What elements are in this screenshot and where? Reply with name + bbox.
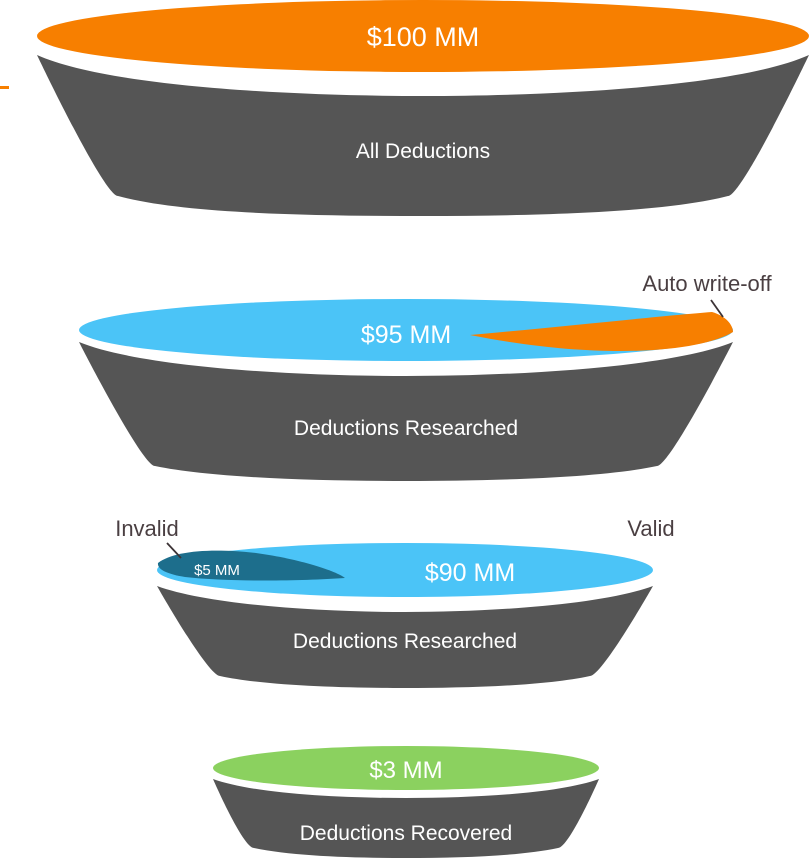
stage3-stage-label: Deductions Researched [293,630,517,653]
invalid-leader-line [166,542,182,559]
invalid-callout-label: Invalid [115,516,179,541]
funnel-stage-recovered[interactable]: $3 MM Deductions Recovered [213,746,599,858]
stage1-body [37,55,809,216]
stage1-stage-label: All Deductions [356,140,490,163]
stage3-top-ellipse [157,543,653,597]
funnel-stage-researched-90[interactable]: $90 MM $5 MM Deductions Researched Inval… [115,516,675,688]
stage1-value-label: $100 MM [367,22,480,52]
auto-write-off-leader-line [710,299,724,318]
stage3-value-label: $90 MM [425,559,515,587]
stage2-body [79,342,733,481]
auto-write-off-callout-label: Auto write-off [642,271,772,296]
stage2-auto-write-off-slice[interactable] [470,312,733,352]
funnel-stage-all-deductions[interactable]: $100 MM All Deductions [0,0,809,216]
stage4-value-label: $3 MM [369,757,442,784]
stage2-stage-label: Deductions Researched [294,417,518,440]
funnel-stage-researched-95[interactable]: $95 MM Deductions Researched Auto write-… [79,271,772,481]
valid-callout-label: Valid [627,516,674,541]
stage2-value-label: $95 MM [361,321,451,349]
stage3-invalid-slice[interactable] [157,550,345,581]
stage4-stage-label: Deductions Recovered [300,822,512,845]
stage3-invalid-slice-label: $5 MM [194,562,240,579]
stage3-body [157,586,653,688]
stage4-body [213,779,599,858]
stage4-top-ellipse [213,746,599,790]
stage1-left-tick-icon [0,86,9,89]
stage1-top-ellipse [37,0,809,72]
